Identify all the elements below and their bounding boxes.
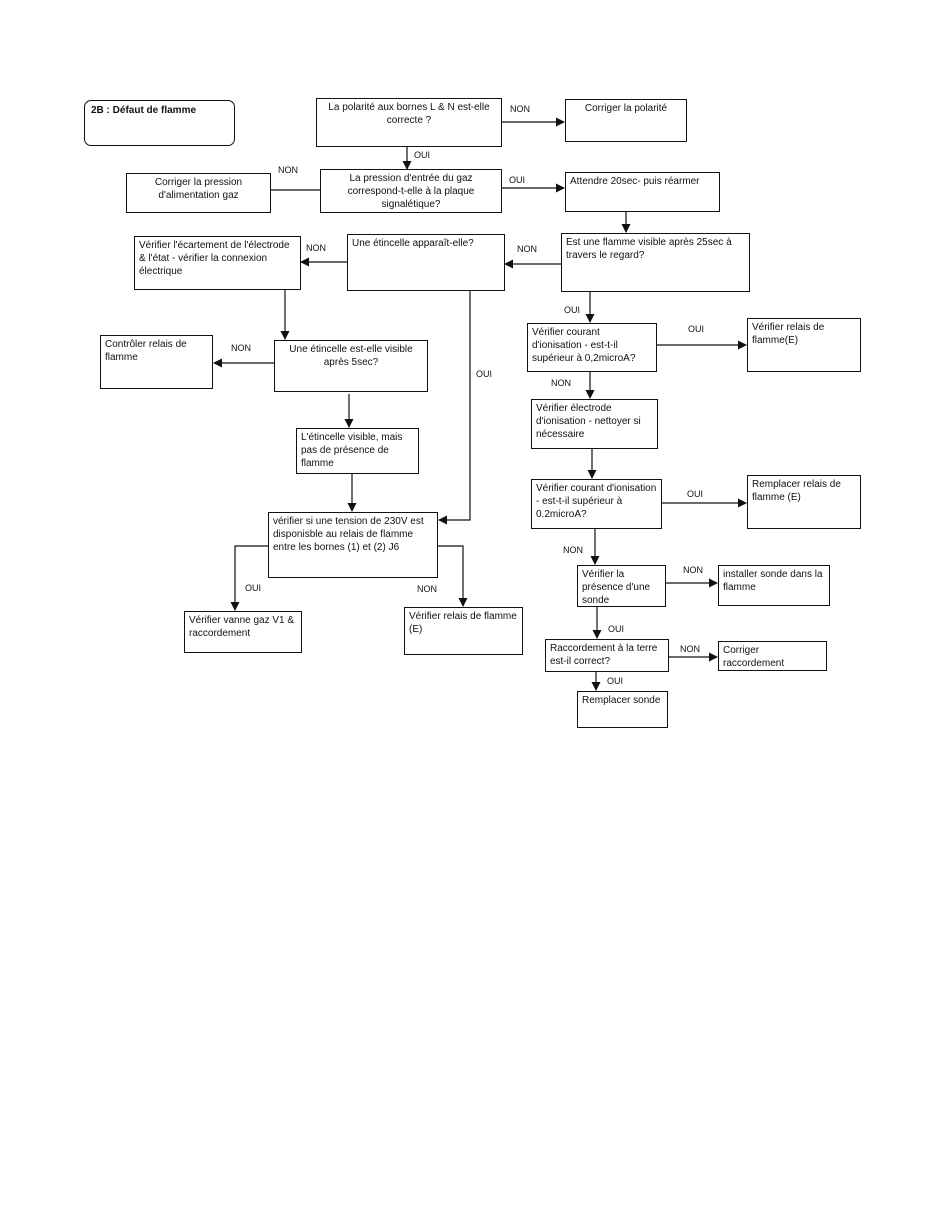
label-non-pressure: NON (278, 165, 298, 175)
label-non-flame: NON (517, 244, 537, 254)
node-polarity-question: La polarité aux bornes L & N est-elle co… (316, 98, 502, 147)
label-non-ion1: NON (551, 378, 571, 388)
label-non-spark: NON (306, 243, 326, 253)
node-check-relay-b: Vérifier relais de flamme (E) (404, 607, 523, 655)
label-oui-pressure: OUI (509, 175, 526, 185)
node-check-relay-a: Contrôler relais de flamme (100, 335, 213, 389)
label-oui-flame: OUI (564, 305, 581, 315)
node-voltage-question: vérifier si une tension de 230V est disp… (268, 512, 438, 578)
label-oui-earth: OUI (607, 676, 624, 686)
node-ion-current-question-1: Vérifier courant d'ionisation - est-t-il… (527, 323, 657, 372)
node-pressure-question: La pression d'entrée du gaz correspond-t… (320, 169, 502, 213)
arrow-voltage-oui (230, 545, 268, 611)
node-wait-reset: Attendre 20sec- puis réarmer (565, 172, 720, 212)
node-spark-5sec-question: Une étincelle est-elle visible après 5se… (274, 340, 428, 392)
node-check-electrode-gap: Vérifier l'écartement de l'électrode & l… (134, 236, 301, 290)
node-fix-polarity: Corriger la polarité (565, 99, 687, 142)
node-flame-visible-question: Est une flamme visible après 25sec à tra… (561, 233, 750, 292)
arrow-spark-oui (438, 291, 471, 525)
label-non-probe: NON (683, 565, 703, 575)
label-oui-ion1: OUI (688, 324, 705, 334)
node-replace-probe: Remplacer sonde (577, 691, 668, 728)
node-check-relay-c: Vérifier relais de flamme(E) (747, 318, 861, 372)
node-replace-relay: Remplacer relais de flamme (E) (747, 475, 861, 529)
label-non-voltage: NON (417, 584, 437, 594)
node-install-probe: installer sonde dans la flamme (718, 565, 830, 606)
diagram-title: 2B : Défaut de flamme (84, 100, 235, 146)
label-oui-spark: OUI (476, 369, 493, 379)
node-check-valve: Vérifier vanne gaz V1 & raccordement (184, 611, 302, 653)
node-spark-no-flame: L'étincelle visible, mais pas de présenc… (296, 428, 419, 474)
label-non-spark5: NON (231, 343, 251, 353)
label-oui-probe: OUI (608, 624, 625, 634)
node-ion-current-question-2: Vérifier courant d'ionisation - est-t-il… (531, 479, 662, 529)
node-spark-question: Une étincelle apparaît-elle? (347, 234, 505, 291)
label-oui-ion2: OUI (687, 489, 704, 499)
node-probe-present-question: Vérifier la présence d'une sonde (577, 565, 666, 607)
label-non-ion2: NON (563, 545, 583, 555)
label-oui-voltage: OUI (245, 583, 262, 593)
node-fix-pressure: Corriger la pression d'alimentation gaz (126, 173, 271, 213)
node-fix-connection: Corriger raccordement (718, 641, 827, 671)
arrow-voltage-non (438, 545, 468, 607)
node-check-ion-electrode: Vérifier électrode d'ionisation - nettoy… (531, 399, 658, 449)
label-oui-polarity: OUI (414, 150, 431, 160)
node-earth-question: Raccordement à la terre est-il correct? (545, 639, 669, 672)
label-non-polarity: NON (510, 104, 530, 114)
label-non-earth: NON (680, 644, 700, 654)
